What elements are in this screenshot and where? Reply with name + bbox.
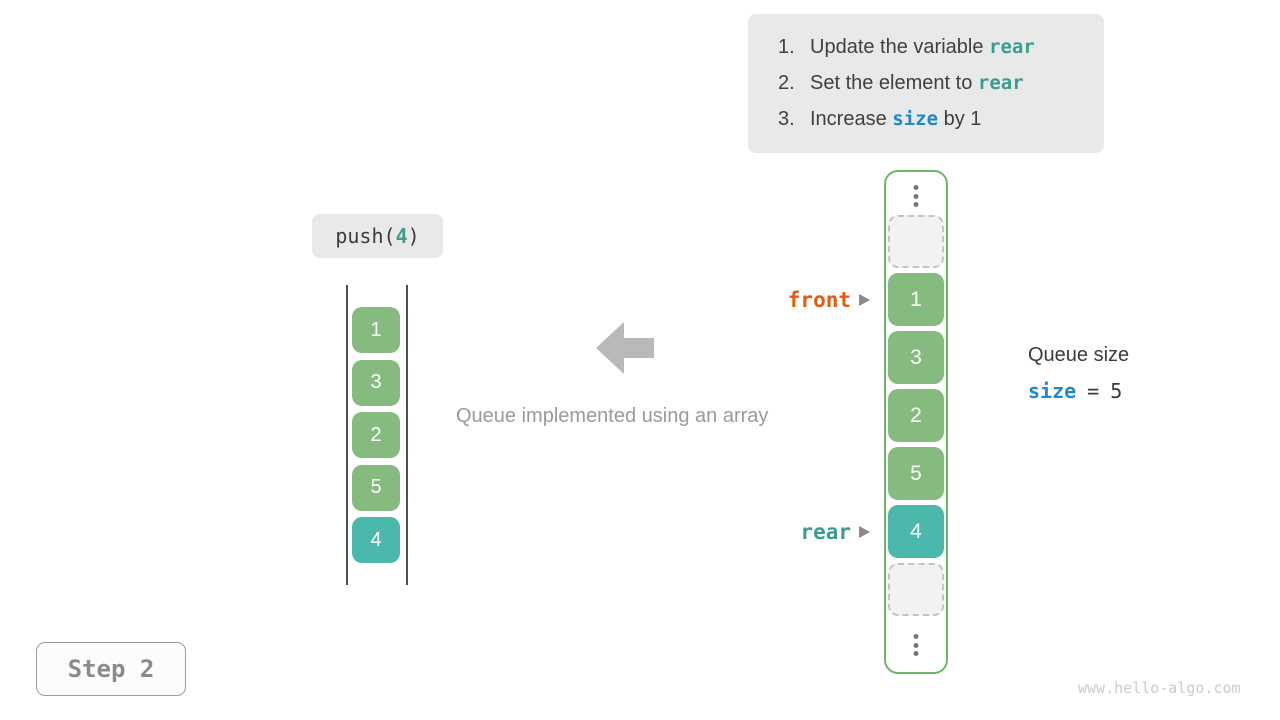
- instruction-prefix: Update the variable: [810, 36, 990, 58]
- arrowhead-right-icon: [859, 525, 870, 538]
- array-cell-empty: [888, 215, 944, 268]
- queue-rail-right: [406, 285, 408, 585]
- push-arg-value: 4: [395, 224, 408, 248]
- instruction-panel: 1. Update the variable rear 2. Set the e…: [748, 14, 1104, 153]
- array-cell: 2: [888, 389, 944, 442]
- array-cell: 3: [888, 331, 944, 384]
- instruction-item-2: 2. Set the element to rear: [778, 72, 1104, 95]
- array-container: 1 3 2 5 4: [884, 170, 948, 674]
- code-token-rear: rear: [989, 36, 1035, 58]
- equals-sign: =: [1087, 379, 1100, 403]
- array-cell-rear: 4: [888, 505, 944, 558]
- instruction-number: 2.: [778, 72, 795, 94]
- array-cell-empty: [888, 563, 944, 616]
- size-value: 5: [1110, 379, 1123, 403]
- rear-pointer: rear: [730, 519, 870, 544]
- instruction-number: 1.: [778, 36, 795, 58]
- instruction-suffix: by 1: [938, 108, 982, 130]
- diagram-caption: Queue implemented using an array: [456, 405, 769, 427]
- instruction-item-3: 3. Increase size by 1: [778, 108, 1104, 131]
- array-cell-front: 1: [888, 273, 944, 326]
- abstract-queue-stack: 1 3 2 5 4: [352, 307, 400, 563]
- ellipsis-top-icon: [913, 185, 919, 207]
- instruction-number: 3.: [778, 108, 795, 130]
- queue-element: 1: [352, 307, 400, 353]
- front-pointer: front: [730, 287, 870, 312]
- instruction-text: Increase size by 1: [810, 108, 981, 131]
- queue-size-expression: size = 5: [1028, 379, 1122, 403]
- push-close: ): [407, 224, 420, 248]
- instruction-prefix: Set the element to: [810, 72, 978, 94]
- instruction-prefix: Increase: [810, 108, 893, 130]
- queue-rail-left: [346, 285, 348, 585]
- watermark: www.hello-algo.com: [1078, 679, 1241, 697]
- queue-element: 5: [352, 464, 400, 511]
- array-cell: 5: [888, 447, 944, 500]
- queue-element-pushed: 4: [352, 517, 400, 563]
- queue-size-title: Queue size: [1028, 344, 1130, 366]
- instruction-item-1: 1. Update the variable rear: [778, 36, 1104, 59]
- push-call-label: push(4): [312, 214, 443, 258]
- instruction-text: Set the element to rear: [810, 72, 1024, 95]
- ellipsis-bottom-icon: [913, 634, 919, 656]
- rear-pointer-label: rear: [800, 519, 851, 544]
- push-fn: push(: [335, 224, 396, 248]
- size-variable: size: [1028, 379, 1077, 403]
- arrowhead-right-icon: [859, 293, 870, 306]
- queue-element: 3: [352, 359, 400, 406]
- queue-element: 2: [352, 412, 400, 458]
- code-token-rear: rear: [977, 72, 1024, 94]
- front-pointer-label: front: [787, 287, 851, 312]
- instruction-text: Update the variable rear: [810, 36, 1035, 59]
- step-badge: Step 2: [36, 642, 186, 696]
- code-token-size: size: [892, 108, 939, 130]
- left-arrow-icon: [596, 322, 654, 379]
